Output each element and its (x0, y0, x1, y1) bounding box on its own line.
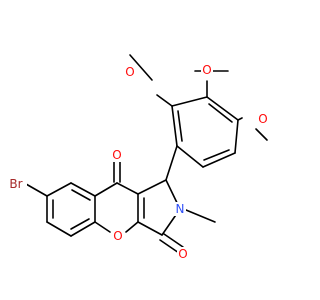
bond (208, 103, 233, 123)
bond (156, 94, 173, 107)
atom-label-o: O (125, 65, 134, 79)
structure-canvas: O O O O Br N O O (5, 54, 269, 261)
molecule-structure: O O O O Br N O O (5, 54, 269, 261)
bond (94, 182, 118, 197)
bond (176, 145, 204, 168)
bond (165, 145, 178, 181)
atom-label-o: O (112, 148, 121, 162)
bond (159, 239, 180, 254)
bond (125, 221, 139, 233)
bond (71, 189, 91, 201)
atom-label-o: O (113, 229, 122, 243)
bond (171, 96, 208, 107)
bond (137, 179, 167, 195)
bond (163, 233, 184, 248)
atom-label-o: O (202, 63, 211, 77)
atom-label-br: Br (9, 177, 22, 191)
bond (255, 128, 268, 141)
bond (202, 152, 236, 168)
bond-layer (25, 54, 268, 254)
bond (185, 209, 216, 223)
bond (70, 218, 90, 230)
bond (70, 221, 96, 237)
atom-label-n: N (176, 202, 185, 216)
atom-label-layer: O O O O Br N O O (5, 63, 269, 261)
bond (46, 221, 72, 237)
bond (206, 96, 239, 121)
atom-label-o: O (258, 112, 267, 126)
bond (137, 221, 163, 236)
bond (203, 149, 230, 161)
bond (116, 182, 139, 195)
bond (46, 182, 72, 197)
bond (234, 119, 239, 154)
bond (171, 105, 178, 147)
bond (94, 221, 111, 233)
bond (25, 183, 48, 197)
atom-label-o: O (178, 247, 187, 261)
bond (177, 110, 183, 142)
bond (129, 54, 153, 81)
bond (70, 182, 96, 197)
